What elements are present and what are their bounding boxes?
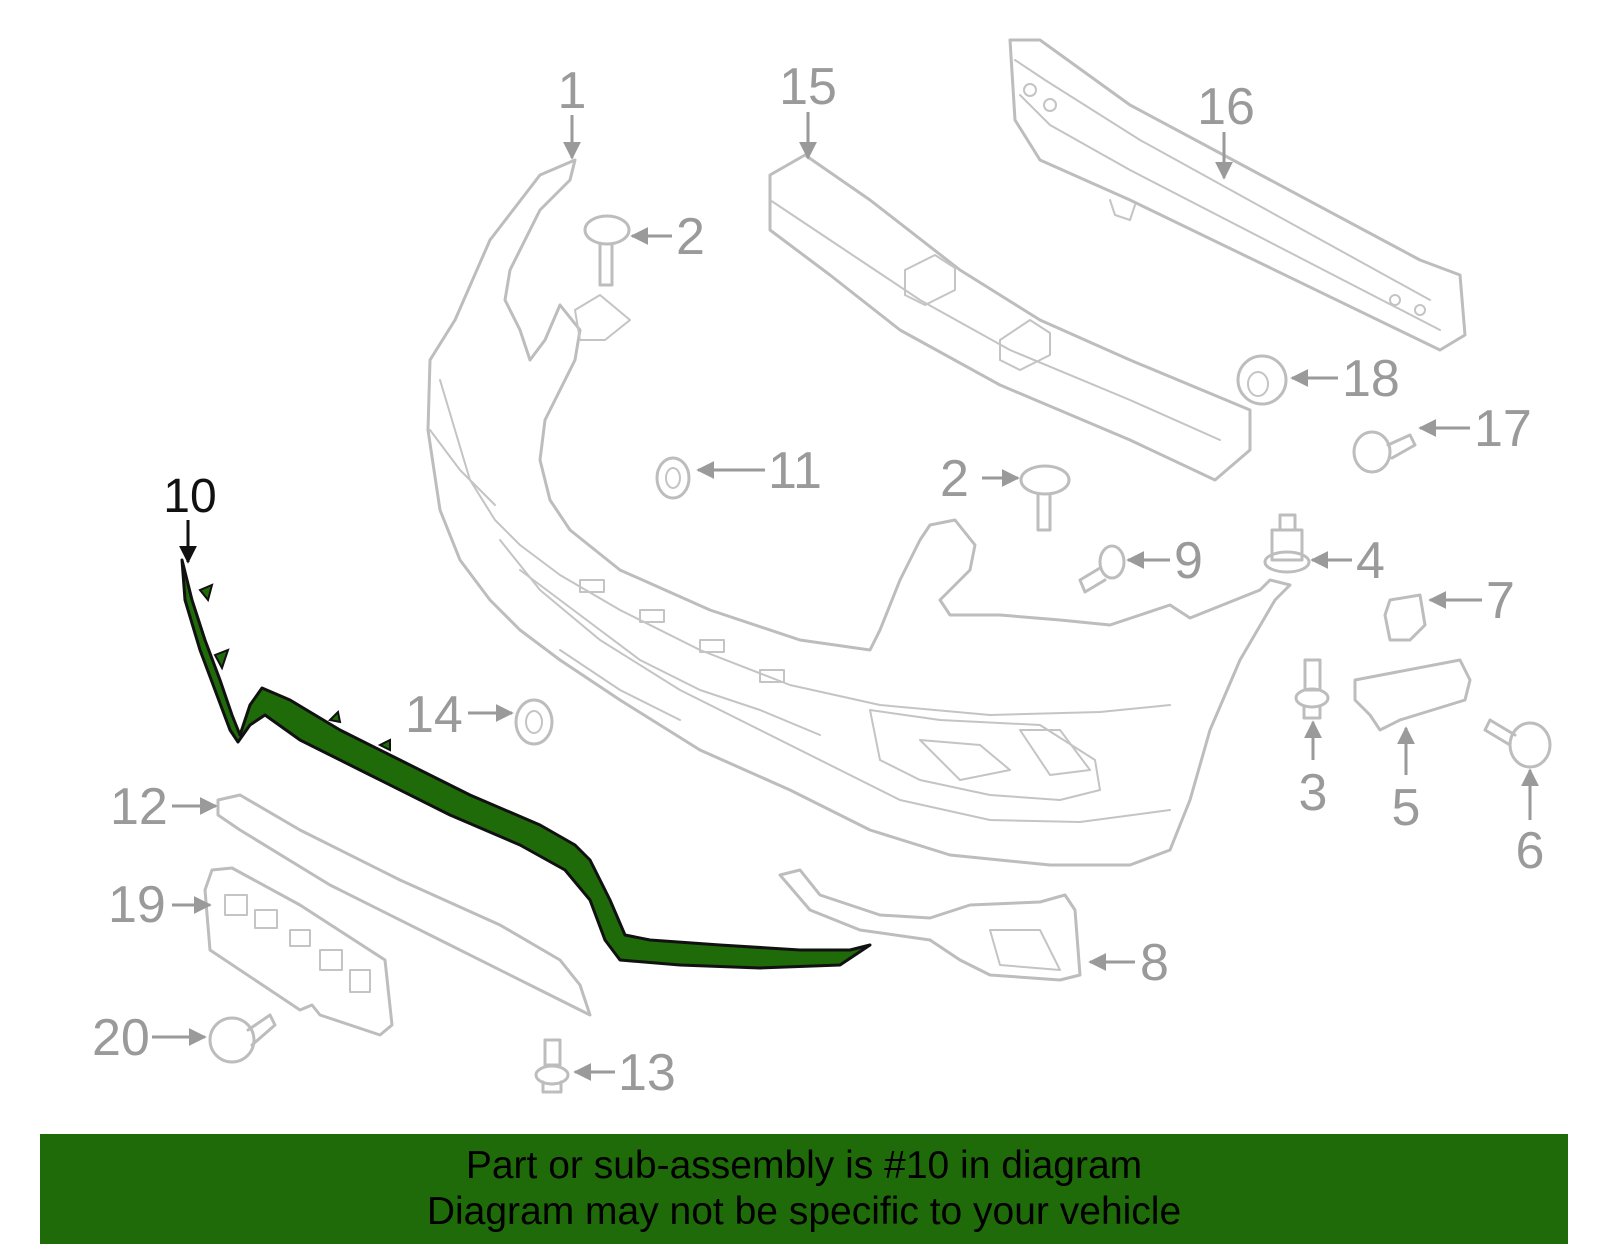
fastener-2b bbox=[1019, 464, 1071, 532]
callout-4: 4 bbox=[1356, 532, 1385, 590]
callout-18: 18 bbox=[1342, 350, 1400, 408]
callout-10: 10 bbox=[163, 470, 216, 523]
fastener-14 bbox=[514, 698, 554, 746]
part-12-lower-trim bbox=[216, 793, 592, 1017]
callout-12: 12 bbox=[110, 778, 168, 836]
callout-7: 7 bbox=[1486, 572, 1515, 630]
leader-lines bbox=[152, 112, 1539, 1081]
callout-15: 15 bbox=[779, 58, 837, 116]
callout-5: 5 bbox=[1392, 779, 1421, 837]
part-1-bumper-cover bbox=[426, 158, 1292, 867]
callout-2b: 2 bbox=[940, 450, 969, 508]
callout-1: 1 bbox=[558, 62, 587, 120]
banner-line-2: Diagram may not be specific to your vehi… bbox=[426, 1190, 1182, 1233]
part-19-license-bracket bbox=[203, 866, 394, 1037]
part-16-reinforcement-beam bbox=[1008, 38, 1467, 352]
callout-8: 8 bbox=[1140, 934, 1169, 992]
fastener-13 bbox=[534, 1038, 570, 1094]
callout-19: 19 bbox=[108, 876, 166, 934]
callout-11: 11 bbox=[768, 442, 822, 500]
callout-14: 14 bbox=[405, 686, 463, 744]
banner-line-1: Part or sub-assembly is #10 in diagram bbox=[465, 1144, 1143, 1187]
fastener-5 bbox=[1353, 658, 1472, 732]
fastener-9 bbox=[1078, 544, 1126, 594]
callout-16: 16 bbox=[1197, 78, 1255, 136]
callout-labels: 1 2 2 3 4 5 6 7 8 9 10 11 12 13 14 15 16… bbox=[92, 58, 1544, 1102]
fastener-18 bbox=[1236, 354, 1288, 406]
info-banner: Part or sub-assembly is #10 in diagram D… bbox=[40, 1134, 1568, 1244]
fastener-3 bbox=[1294, 658, 1330, 720]
fastener-4 bbox=[1263, 513, 1311, 574]
callout-20: 20 bbox=[92, 1009, 150, 1067]
callout-9: 9 bbox=[1174, 532, 1203, 590]
fastener-6 bbox=[1483, 718, 1552, 769]
callout-3: 3 bbox=[1299, 764, 1328, 822]
callout-13: 13 bbox=[618, 1044, 676, 1102]
part-15-energy-absorber bbox=[768, 153, 1252, 482]
fastener-7 bbox=[1383, 593, 1427, 642]
fastener-17 bbox=[1352, 430, 1417, 474]
callout-2a: 2 bbox=[676, 208, 705, 266]
fastener-2a bbox=[583, 214, 631, 287]
fastener-11 bbox=[655, 456, 691, 500]
callout-17: 17 bbox=[1474, 400, 1532, 458]
part-8-lower-grille bbox=[778, 868, 1082, 982]
callout-6: 6 bbox=[1516, 822, 1545, 880]
part-10-spoiler-highlighted bbox=[180, 558, 872, 970]
fastener-20 bbox=[208, 1013, 277, 1064]
parts-diagram: 1 2 2 3 4 5 6 7 8 9 10 11 12 13 14 15 16… bbox=[92, 38, 1552, 1102]
